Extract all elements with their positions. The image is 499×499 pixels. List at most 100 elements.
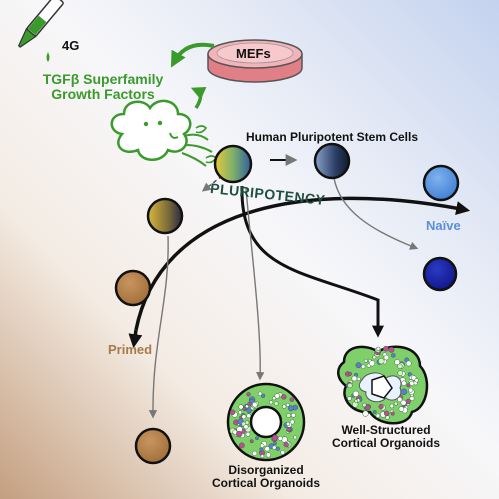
organoid-cell-dot [351, 375, 358, 382]
organoid-cell-dot [291, 412, 296, 418]
petri-dish-icon [207, 39, 303, 83]
organoid-cell-dot [400, 399, 407, 406]
organoid-cell-dot [347, 396, 352, 401]
organoid-cell-dot [280, 450, 286, 455]
deep-naive-cell [422, 256, 458, 292]
organoid-cell-dot [348, 371, 352, 376]
organoid-cell-dot [289, 397, 295, 403]
organoid-cell-dot [286, 427, 292, 432]
primed-arrow [128, 329, 143, 349]
organoid-cell-dot [362, 402, 367, 408]
organoid-cell-dot [293, 435, 298, 440]
organoid-cell-dot [243, 424, 249, 430]
organoid-cell-dot [251, 450, 258, 457]
disorganized-label-line-1: Disorganized [228, 463, 304, 477]
organoid-cell-dot [390, 411, 395, 416]
dark-hpsc-cell [313, 142, 351, 180]
organoid-cell-dot [397, 370, 404, 376]
organoid-cell-dot [273, 401, 279, 406]
organoid-cell-dot [246, 407, 252, 414]
wellstructured-label-line-2: Cortical Organoids [331, 436, 441, 450]
organoid-cell-dot [391, 353, 396, 358]
organoid-cell-dot [273, 441, 277, 446]
organoid-cell-dot [397, 396, 403, 403]
cloud-to-factors-arrow [190, 87, 207, 109]
organoid-cell-dot [265, 452, 271, 458]
organoid-cell-dot [401, 380, 407, 386]
organoid-cell-dot [238, 404, 244, 410]
dashed-arrow [201, 175, 223, 192]
organoid-cell-dot [378, 357, 385, 365]
organoid-cell-dot [246, 413, 252, 419]
organoid-cell-dot [362, 410, 369, 417]
organoid-cell-dot [283, 441, 289, 448]
organoid-cell-dot [383, 354, 390, 361]
organoid-cell-dot [365, 404, 371, 411]
organoid-cell-dot [394, 359, 401, 366]
organoid-cell-dot [281, 394, 287, 400]
organoid-cell-dot [247, 401, 252, 407]
primed-transition-cell [146, 197, 184, 235]
organoid-cell-dot [407, 372, 412, 377]
organoid-cell-dot [274, 393, 280, 399]
organoid-cell-dot [269, 400, 274, 405]
organoid-cell-dot [376, 346, 381, 351]
organoid-cell-dot [259, 443, 265, 448]
organoid-cell-dot [389, 403, 395, 409]
organoid-cell-dot [245, 431, 251, 437]
organoid-cell-dot [282, 404, 287, 409]
disorganized-organoid-icon [226, 382, 306, 462]
wellstructured-label: Well-Structured Cortical Organoids [316, 424, 456, 450]
organoid-cell-dot [272, 396, 277, 401]
organoid-cell-dot [260, 454, 265, 458]
pipette-icon [17, 0, 64, 48]
organoid-cell-dot [260, 393, 266, 398]
source-label: MEFs [236, 46, 271, 61]
organoid-cell-dot [347, 383, 353, 389]
organoid-cell-dot [414, 378, 419, 383]
stem-cells-label: Human Pluripotent Stem Cells [246, 130, 419, 144]
organoid-cell-dot [375, 413, 381, 419]
organoid-cell-dot [249, 439, 254, 444]
organoid-cell-dot [383, 410, 390, 417]
organoid-cell-dot [409, 396, 415, 401]
organoid-cell-dot [400, 388, 408, 396]
disorganized-label: Disorganized Cortical Organoids [196, 464, 336, 490]
organoid-cell-dot [397, 363, 403, 369]
factors-label-line-1: TGFβ Superfamily [42, 71, 164, 87]
organoid-cell-dot [238, 410, 243, 415]
organoid-cell-dot [288, 405, 294, 412]
organoid-cell-dot [354, 399, 359, 404]
factors-label-line-2: Growth Factors [51, 86, 155, 102]
organoid-cell-dot [246, 392, 251, 397]
naive-label: Naïve [426, 218, 461, 233]
primed-cell [114, 269, 152, 307]
organoid-cell-dot [383, 345, 389, 352]
organoid-cell-dot [264, 446, 270, 452]
hpsc-cell [213, 144, 253, 184]
organoid-cell-dot [286, 421, 291, 426]
organoid-cell-dot [372, 410, 377, 414]
organoid-cell-dot [393, 401, 398, 406]
organoid-cell-dot [385, 415, 390, 420]
organoid-cell-dot [238, 442, 245, 449]
organoid-cell-dot [388, 346, 395, 353]
organoid-cell-dot [285, 402, 290, 407]
disorganized-label-line-2: Cortical Organoids [211, 476, 321, 490]
organoid-cell-dot [360, 364, 366, 369]
organoid-cell-dot [352, 390, 360, 398]
organoid-cell-dot [405, 360, 412, 367]
organoid-cell-dot [409, 380, 415, 386]
organoid-cell-dot [252, 401, 258, 408]
wind-cloud-icon [110, 99, 218, 167]
organoid-cell-dot [259, 447, 264, 452]
reagent-tag-label: 4G [62, 38, 80, 53]
droplet-icon [46, 52, 50, 62]
organoid-cell-dot [241, 414, 247, 420]
organoid-cell-dot [408, 387, 414, 393]
organoid-cell-dot [255, 436, 259, 441]
organoid-cell-dot [355, 362, 362, 369]
primed-derived-cell [134, 427, 172, 465]
